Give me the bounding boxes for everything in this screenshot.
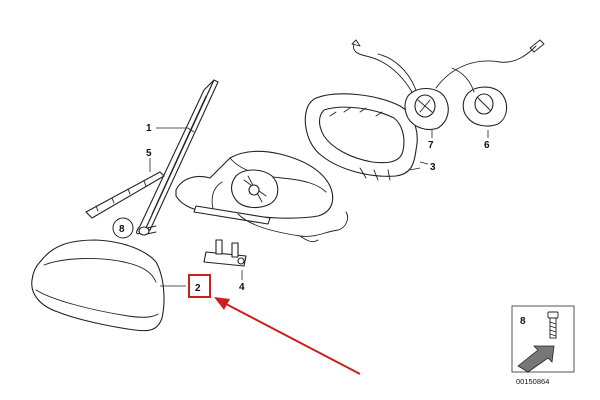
red-pointer-arrow — [214, 297, 361, 375]
callout-2: 2 — [195, 283, 201, 294]
legend-number: 8 — [520, 316, 526, 327]
frame-ring-part — [304, 93, 418, 181]
actuator-drive-part — [351, 39, 545, 131]
screw-part — [138, 225, 157, 236]
bolt-icon — [547, 311, 559, 339]
trim-strip-part — [85, 171, 165, 219]
callout-7: 7 — [428, 140, 434, 151]
callout-6: 6 — [484, 140, 490, 151]
catalog-code: 00150864 — [516, 377, 549, 386]
mirror-housing-part — [175, 150, 349, 243]
mirror-cover-part — [31, 239, 165, 332]
callout-4: 4 — [239, 282, 245, 293]
callout-8: 8 — [119, 224, 125, 235]
leader-lines — [149, 127, 489, 287]
callout-3: 3 — [430, 162, 436, 173]
callout-1: 1 — [146, 123, 152, 134]
callout-8-badge: 8 — [112, 217, 134, 239]
drive-unit-part — [451, 67, 508, 127]
fastener-legend-box: 8 — [511, 305, 575, 373]
direction-arrow-icon — [517, 345, 555, 373]
callout-2-highlight: 2 — [188, 274, 211, 298]
callout-5: 5 — [146, 148, 152, 159]
bracket-clip-part — [203, 239, 247, 267]
